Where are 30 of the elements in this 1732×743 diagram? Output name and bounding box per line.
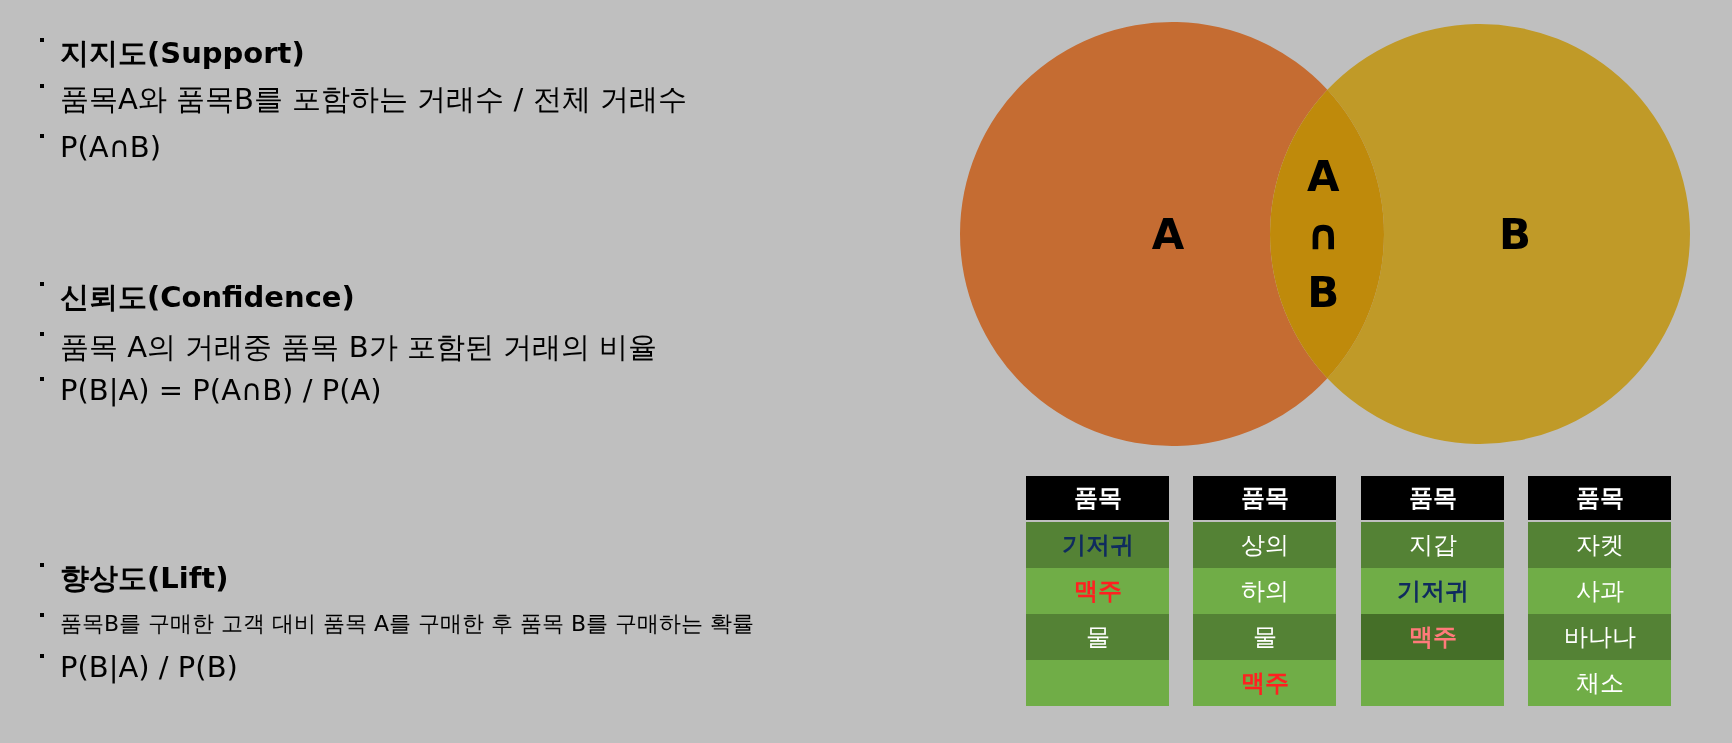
circle-label: B (1499, 210, 1531, 259)
definition-text: P(A∩B) (60, 130, 162, 164)
table-cell: 상의 (1193, 522, 1336, 568)
table-cell: 지갑 (1361, 522, 1504, 568)
table-cell: 사과 (1528, 568, 1671, 614)
table-cell: 기저귀 (1026, 522, 1169, 568)
intersection-label: A ∩ B (1306, 152, 1341, 317)
table-header: 품목 (1361, 476, 1504, 520)
section-heading: 신뢰도(Confidence) (60, 279, 355, 316)
section-heading: 지지도(Support) (60, 35, 305, 72)
table-cell: 맥주 (1361, 614, 1504, 660)
table-cell: 바나나 (1528, 614, 1671, 660)
section-heading: 향상도(Lift) (60, 560, 229, 597)
definition-text: 품목 A의 거래중 품목 B가 포함된 거래의 비율 (60, 329, 658, 366)
definition-text: P(B|A) / P(B) (60, 650, 238, 684)
table-cell: 하의 (1193, 568, 1336, 614)
definition-text: 품목B를 구매한 고객 대비 품목 A를 구매한 후 품목 B를 구매하는 확률 (60, 610, 755, 638)
definition-text: 품목A와 품목B를 포함하는 거래수 / 전체 거래수 (60, 81, 687, 118)
definition-text: P(B|A) = P(A∩B) / P(A) (60, 373, 382, 407)
table-cell: 물 (1026, 614, 1169, 660)
table-cell: 맥주 (1026, 568, 1169, 614)
table-header: 품목 (1026, 476, 1169, 520)
table-cell: 물 (1193, 614, 1336, 660)
table-cell: 자켓 (1528, 522, 1671, 568)
circle-label: A (1151, 210, 1185, 259)
table-header: 품목 (1528, 476, 1671, 520)
table-cell: 기저귀 (1361, 568, 1504, 614)
table-cell: 맥주 (1193, 660, 1336, 706)
table-cell: 채소 (1528, 660, 1671, 706)
table-header: 품목 (1193, 476, 1336, 520)
